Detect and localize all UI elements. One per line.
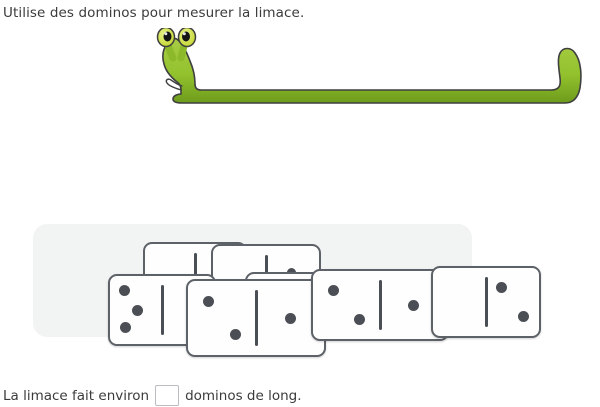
domino-3[interactable]	[311, 269, 449, 341]
domino-pip	[202, 296, 214, 308]
snail-eye-glint-right	[182, 32, 186, 36]
domino-half-left	[433, 268, 486, 336]
domino-pip	[354, 314, 366, 326]
domino-half-right	[256, 281, 324, 355]
domino-divider	[193, 253, 197, 287]
domino-divider	[254, 290, 258, 346]
domino-half-right	[486, 268, 539, 336]
domino-half-left	[313, 271, 380, 339]
snail-body-path	[162, 37, 582, 104]
domino-pip	[119, 285, 131, 297]
answer-prefix-label: La limace fait environ	[3, 387, 150, 404]
domino-half-right	[380, 271, 447, 339]
page-title: Utilise des dominos pour mesurer la lima…	[3, 5, 305, 21]
domino-pip	[517, 311, 529, 323]
domino-pip	[327, 284, 339, 296]
domino-half-left	[188, 281, 256, 355]
domino-2[interactable]	[186, 279, 326, 357]
domino-pip	[120, 322, 132, 334]
domino-divider	[160, 285, 164, 335]
answer-suffix-label: dominos de long.	[185, 387, 302, 404]
snail-svg	[156, 28, 582, 104]
domino-divider	[484, 277, 488, 327]
domino-pip	[496, 281, 508, 293]
answer-sentence: La limace fait environ dominos de long.	[3, 385, 302, 406]
answer-input[interactable]	[155, 385, 180, 406]
snail-mouth-tentacle	[165, 78, 183, 91]
domino-pip	[408, 299, 419, 311]
domino-divider	[378, 280, 382, 330]
domino-pip	[284, 312, 296, 324]
dominoes-layer	[33, 224, 541, 357]
domino-tray	[33, 224, 541, 357]
domino-4[interactable]	[431, 266, 541, 338]
snail-eye-glint-left	[164, 32, 168, 36]
snail-illustration	[155, 28, 595, 128]
domino-pip	[131, 304, 143, 316]
domino-pip	[230, 328, 242, 340]
domino-half-left	[110, 276, 162, 344]
